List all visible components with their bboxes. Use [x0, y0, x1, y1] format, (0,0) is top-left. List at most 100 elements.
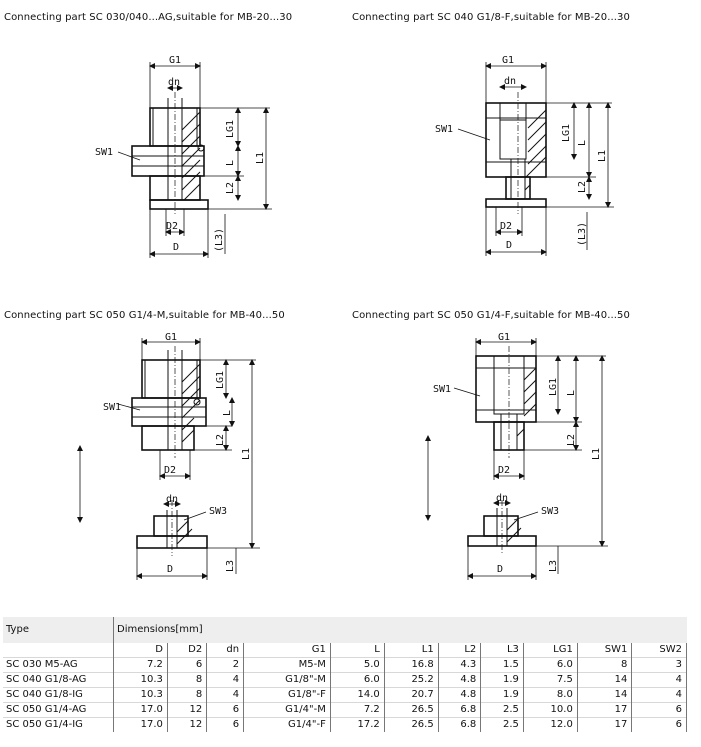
drawing-sc-040-g18-f: G1 dn LG1 L L2 L1 (L3) D2 D SW1 [435, 55, 614, 256]
table-cell: 17 [577, 717, 633, 732]
label-g1-2: G1 [502, 55, 514, 66]
table-cell: 1.9 [480, 672, 524, 688]
table-cell: 14.0 [330, 687, 385, 703]
table-cell: 5.0 [330, 657, 385, 673]
table-cell: 14 [577, 672, 633, 688]
label-d2: D2 [166, 221, 178, 232]
table-cell: 20.7 [384, 687, 439, 703]
table-cell: 12 [167, 702, 208, 718]
column-header: G1 [243, 643, 331, 658]
label-l2-3: L2 [215, 434, 226, 446]
label-l-4: L [566, 390, 577, 396]
table-cell: 12 [167, 717, 208, 732]
caption-drawing-1: Connecting part SC 030/040...AG,suitable… [4, 12, 293, 23]
table-cell: 8 [577, 657, 633, 673]
label-lg1-3: LG1 [215, 371, 226, 389]
column-header: L [330, 643, 385, 658]
label-d2-4: D2 [498, 465, 510, 476]
table-cell: G1/4"-M [243, 702, 331, 718]
table-cell: 6 [206, 717, 245, 732]
table-cell: G1/8"-M [243, 672, 331, 688]
column-header: SW1 [577, 643, 633, 658]
table-cell: 8 [167, 672, 208, 688]
label-l1-4: L1 [591, 448, 602, 460]
label-l-3: L [222, 410, 233, 416]
label-l2-4: L2 [566, 434, 577, 446]
label-l1: L1 [255, 152, 266, 164]
table-cell: M5-M [243, 657, 331, 673]
label-sw3-3: SW3 [209, 506, 227, 517]
table-cell: 4 [206, 672, 245, 688]
table-cell: 4.3 [438, 657, 482, 673]
label-d2-3: D2 [164, 465, 176, 476]
table-cell: 26.5 [384, 717, 439, 732]
label-d: D [173, 242, 179, 253]
column-header: LG1 [523, 643, 578, 658]
table-cell: 25.2 [384, 672, 439, 688]
row-type: SC 040 G1/8-AG [3, 672, 114, 688]
label-l-2: L [577, 140, 588, 146]
label-sw3-4: SW3 [541, 506, 559, 517]
row-type: SC 030 M5-AG [3, 657, 114, 673]
label-lg1: LG1 [225, 120, 236, 138]
label-g1: G1 [169, 55, 181, 66]
dimensions-header: Dimensions[mm] [113, 617, 687, 643]
table-cell: 6 [206, 702, 245, 718]
table-cell: 14 [577, 687, 633, 703]
label-l3-paren: (L3) [214, 228, 225, 252]
table-cell: 2.5 [480, 717, 524, 732]
label-l2-2: L2 [577, 181, 588, 193]
table-cell: 17 [577, 702, 633, 718]
table-cell: 4 [206, 687, 245, 703]
table-cell: 1.9 [480, 687, 524, 703]
table-cell: 17.0 [113, 717, 168, 732]
column-header: dn [206, 643, 245, 658]
type-header: Type [3, 617, 114, 643]
label-g1-3: G1 [165, 332, 177, 343]
table-cell: G1/4"-F [243, 717, 331, 732]
row-type: SC 040 G1/8-IG [3, 687, 114, 703]
table-cell: 7.2 [113, 657, 168, 673]
column-header: SW2 [631, 643, 687, 658]
table-cell: 6.8 [438, 717, 482, 732]
caption-drawing-3: Connecting part SC 050 G1/4-M,suitable f… [4, 310, 285, 321]
table-cell: 8 [167, 687, 208, 703]
table-cell: 1.5 [480, 657, 524, 673]
label-g1-4: G1 [498, 332, 510, 343]
row-type: SC 050 G1/4-AG [3, 702, 114, 718]
table-cell: 6.0 [330, 672, 385, 688]
drawing-sc-050-g14-m: G1 LG1 L L2 L1 D2 SW1 dn SW3 [77, 332, 260, 580]
table-cell: 10.3 [113, 672, 168, 688]
table-cell: 4 [631, 672, 687, 688]
label-dn-2: dn [504, 76, 516, 87]
label-l3-paren-2: (L3) [577, 222, 588, 246]
label-lg1-2: LG1 [561, 124, 572, 142]
table-cell: 4.8 [438, 687, 482, 703]
column-header: D2 [167, 643, 208, 658]
table-cell: 17.0 [113, 702, 168, 718]
column-header: D [113, 643, 168, 658]
table-cell: 4.8 [438, 672, 482, 688]
table-cell: 16.8 [384, 657, 439, 673]
label-lg1-4: LG1 [548, 378, 559, 396]
technical-drawings: G1 dn LG1 L L2 L1 (L3) D2 D SW1 [77, 55, 614, 580]
label-dn-3: dn [166, 494, 178, 505]
column-header: L1 [384, 643, 439, 658]
table-cell: 7.2 [330, 702, 385, 718]
table-cell: 10.0 [523, 702, 578, 718]
label-l: L [225, 160, 236, 166]
label-l1-2: L1 [597, 150, 608, 162]
label-l2: L2 [225, 182, 236, 194]
label-d-3: D [167, 564, 173, 575]
table-cell: 6 [631, 717, 687, 732]
drawing-sc-030-040-ag: G1 dn LG1 L L2 L1 (L3) D2 D SW1 [95, 55, 272, 258]
label-dn-4: dn [496, 493, 508, 504]
table-cell: 12.0 [523, 717, 578, 732]
label-d-2: D [506, 240, 512, 251]
